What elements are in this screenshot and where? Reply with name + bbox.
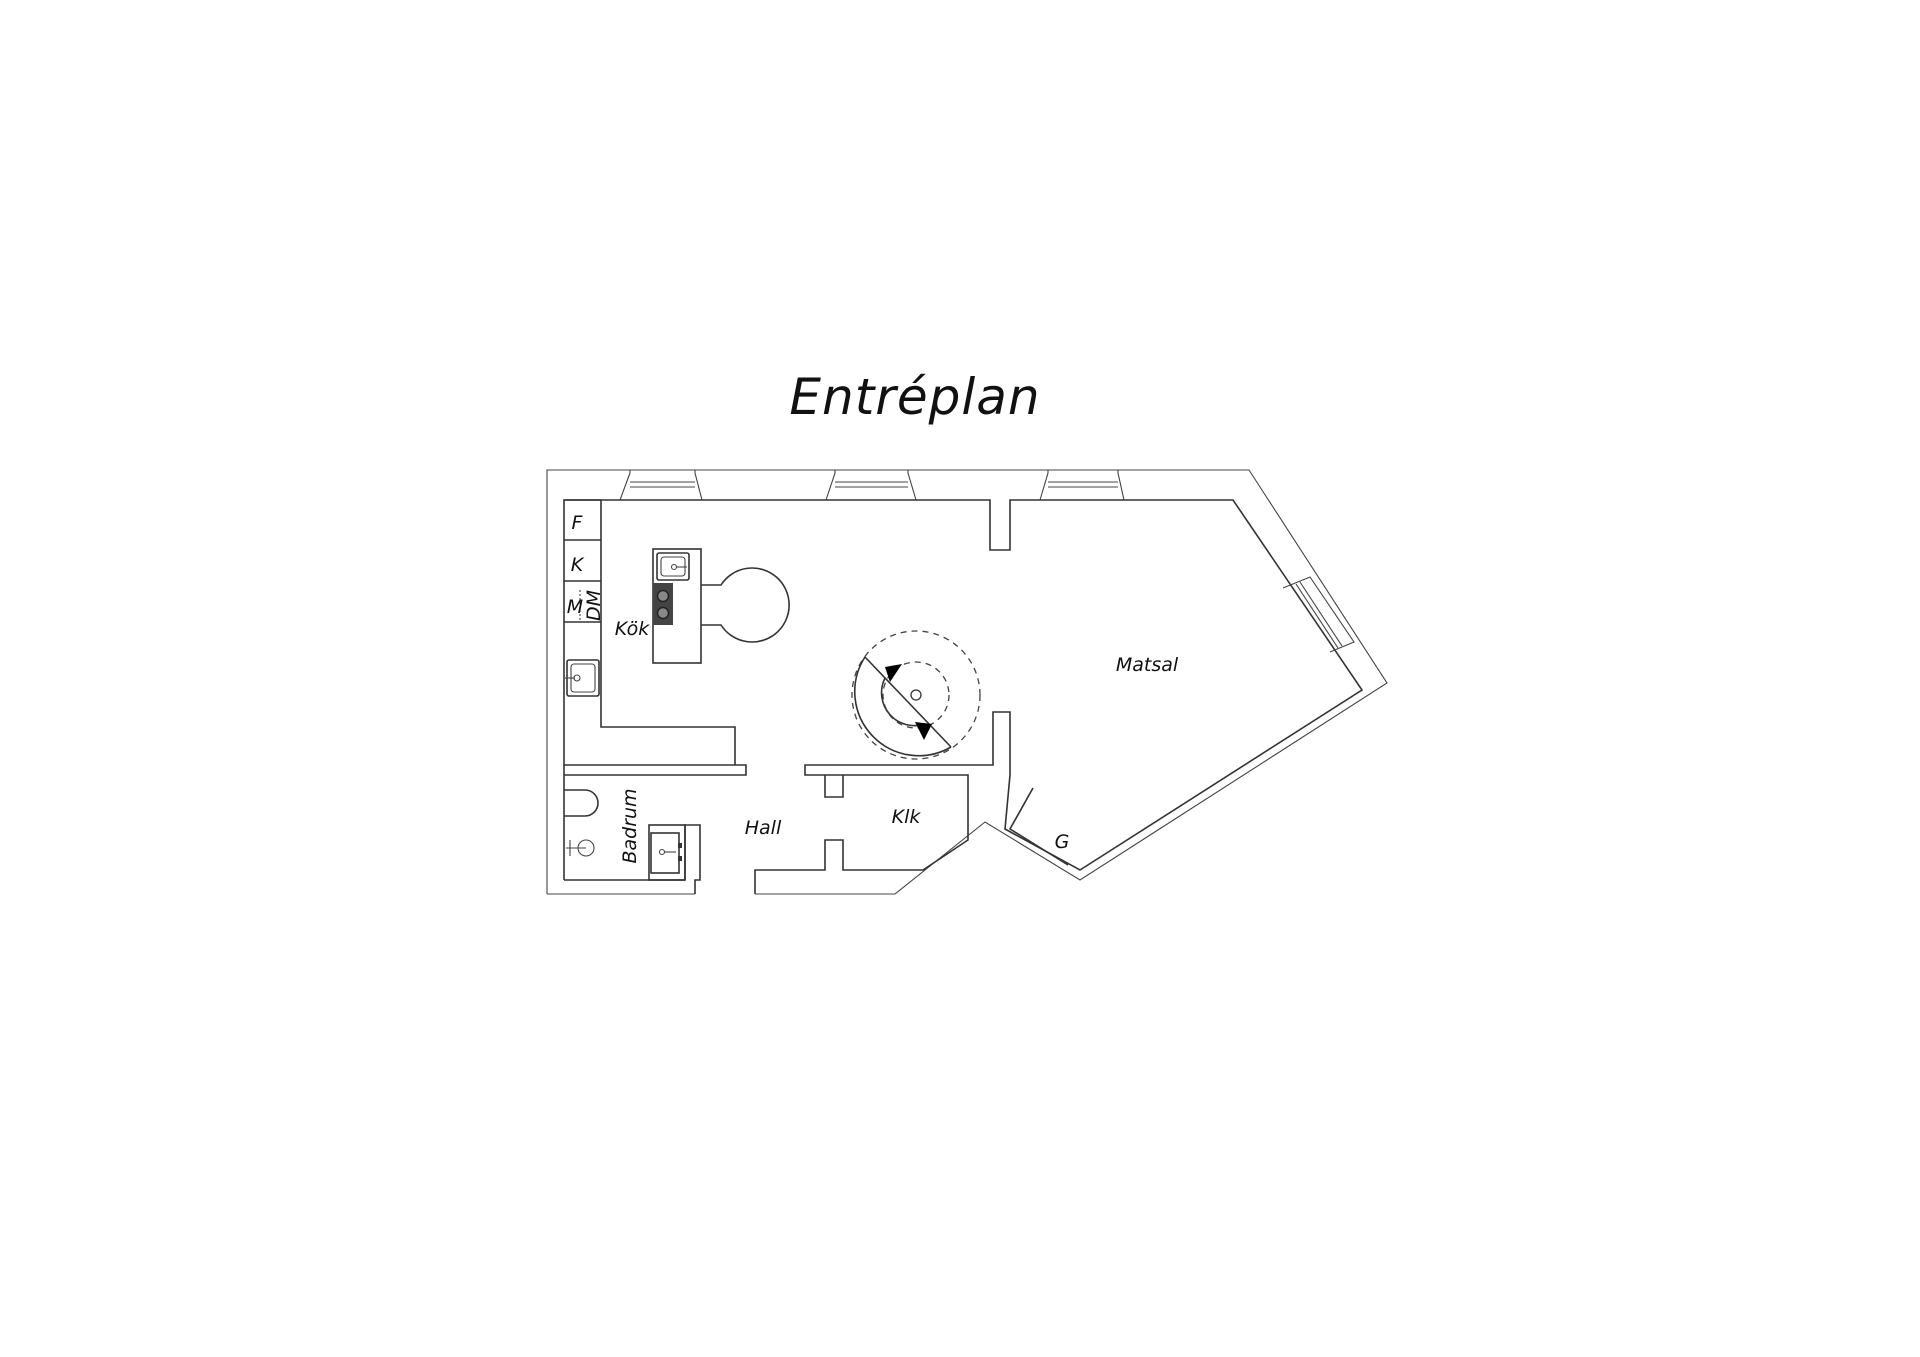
kitchen-counter <box>564 539 601 697</box>
window-1 <box>619 470 703 501</box>
window-3 <box>1039 470 1125 501</box>
room-labels: F K M DM Kök Matsal Hall Klk G Badrum <box>567 512 1179 864</box>
label-bathroom: Badrum <box>619 788 641 863</box>
plan-title: Entréplan <box>789 368 1041 426</box>
label-hall: Hall <box>745 817 782 839</box>
wardrobe <box>1008 787 1069 866</box>
label-closet: Klk <box>892 806 922 828</box>
inner-walls <box>563 499 1364 894</box>
window-2 <box>825 470 917 501</box>
outer-wall <box>546 469 1388 895</box>
label-kitchen: Kök <box>615 618 650 640</box>
window-4 <box>1282 576 1355 653</box>
label-freezer: K <box>571 554 585 576</box>
label-dishwasher: DM <box>583 590 605 621</box>
bathroom-fixtures <box>564 789 686 881</box>
label-fridge: F <box>572 512 584 534</box>
spiral-staircase <box>851 630 981 760</box>
label-dining: Matsal <box>1116 654 1179 676</box>
label-microwave: M <box>567 596 583 618</box>
label-wardrobe: G <box>1055 831 1070 853</box>
kitchen-island <box>652 548 790 664</box>
